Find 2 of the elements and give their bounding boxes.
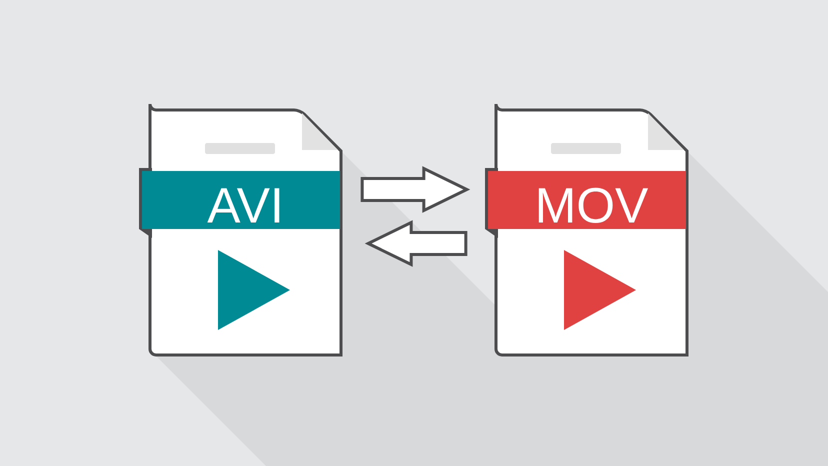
- arrow: [364, 220, 468, 267]
- arrow: [360, 166, 470, 213]
